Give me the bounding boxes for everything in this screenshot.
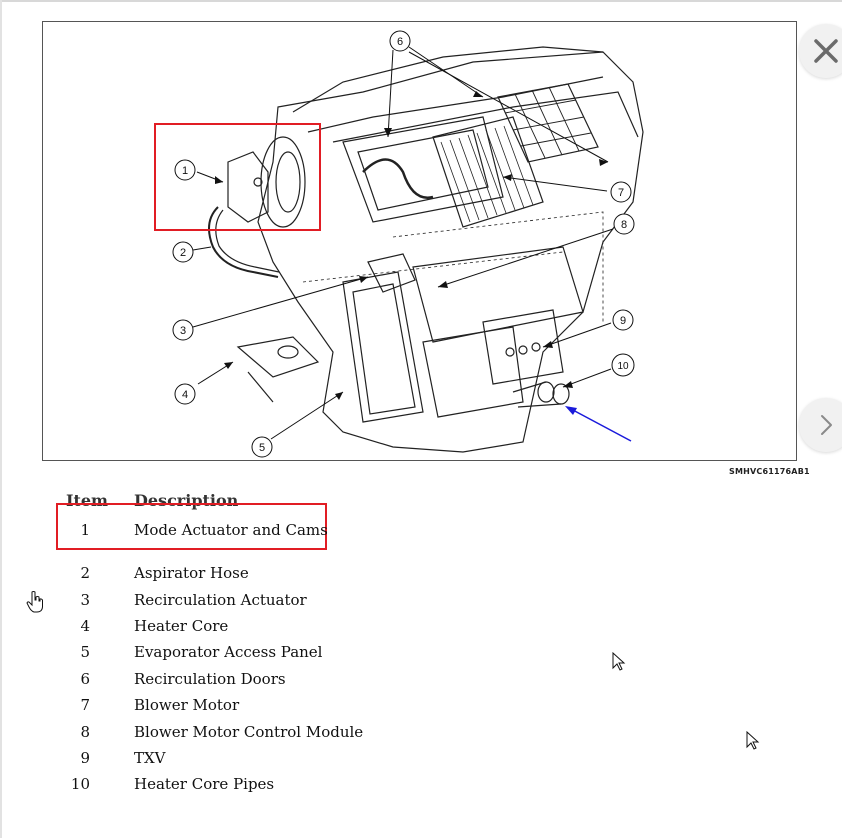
legend-item-description: Aspirator Hose bbox=[134, 564, 249, 582]
legend-item-description: Blower Motor Control Module bbox=[134, 723, 364, 741]
legend-row: 6 Recirculation Doors bbox=[0, 670, 600, 692]
legend-item-number: 4 bbox=[80, 617, 90, 635]
callout-7: 7 bbox=[610, 181, 632, 203]
legend-item-description: Evaporator Access Panel bbox=[134, 643, 323, 661]
callout-label: 1 bbox=[182, 165, 188, 177]
callout-label: 3 bbox=[180, 325, 186, 337]
legend-row: 10 Heater Core Pipes bbox=[0, 775, 600, 797]
legend-item-number: 5 bbox=[80, 643, 90, 661]
legend-item-number: 1 bbox=[80, 521, 90, 539]
close-icon bbox=[814, 39, 838, 63]
close-button[interactable] bbox=[799, 24, 842, 78]
callout-8: 8 bbox=[613, 213, 635, 235]
legend-item-number: 7 bbox=[80, 696, 90, 714]
diagram-highlight-box bbox=[154, 123, 321, 231]
legend-row: 8 Blower Motor Control Module bbox=[0, 723, 600, 745]
callout-10: 10 bbox=[611, 353, 635, 377]
legend-item-number: 8 bbox=[80, 723, 90, 741]
callout-5: 5 bbox=[251, 436, 273, 458]
legend-item-description: Recirculation Actuator bbox=[134, 591, 307, 609]
legend-row: 1 Mode Actuator and Cams bbox=[0, 521, 600, 543]
legend-row: 9 TXV bbox=[0, 749, 600, 771]
chevron-right-icon bbox=[821, 415, 832, 435]
legend-header-item: Item bbox=[66, 491, 108, 510]
legend-item-number: 9 bbox=[80, 749, 90, 767]
legend-item-description: Blower Motor bbox=[134, 696, 240, 714]
callout-2: 2 bbox=[172, 241, 194, 263]
legend-highlight-box bbox=[56, 503, 327, 550]
figure-code: SMHVC61176AB1 bbox=[729, 467, 810, 476]
legend-item-description: Heater Core bbox=[134, 617, 229, 635]
callout-3: 3 bbox=[172, 319, 194, 341]
callout-label: 2 bbox=[180, 247, 186, 259]
legend-item-number: 2 bbox=[80, 564, 90, 582]
legend-item-description: TXV bbox=[134, 749, 166, 767]
legend-header-description: Description bbox=[134, 491, 239, 510]
pointer-cursor-icon bbox=[612, 652, 626, 671]
callout-label: 6 bbox=[397, 36, 403, 48]
legend-item-number: 6 bbox=[80, 670, 90, 688]
pointer-cursor-icon bbox=[746, 731, 760, 750]
viewer-left-edge bbox=[0, 0, 2, 838]
callout-label: 9 bbox=[620, 315, 626, 327]
blue-arrow-annotation bbox=[565, 406, 632, 442]
legend-row: 5 Evaporator Access Panel bbox=[0, 643, 600, 665]
legend-row: 3 Recirculation Actuator bbox=[0, 591, 600, 613]
legend-item-number: 10 bbox=[70, 775, 90, 793]
legend-row: 7 Blower Motor bbox=[0, 696, 600, 718]
hand-cursor-icon bbox=[26, 591, 43, 613]
legend-row: 2 Aspirator Hose bbox=[0, 564, 600, 586]
callout-6: 6 bbox=[389, 30, 411, 52]
legend-item-number: 3 bbox=[80, 591, 90, 609]
hvac-diagram-figure: 1 2 3 4 5 6 7 8 9 10 bbox=[42, 21, 797, 461]
callout-label: 10 bbox=[617, 361, 629, 372]
next-image-button[interactable] bbox=[799, 398, 842, 452]
callout-label: 8 bbox=[621, 219, 627, 231]
callout-1: 1 bbox=[174, 159, 196, 181]
legend-item-description: Heater Core Pipes bbox=[134, 775, 275, 793]
callout-label: 5 bbox=[259, 442, 265, 454]
callout-9: 9 bbox=[612, 309, 634, 331]
legend-row: 4 Heater Core bbox=[0, 617, 600, 639]
legend-item-description: Mode Actuator and Cams bbox=[134, 521, 328, 539]
callout-label: 4 bbox=[182, 389, 188, 401]
legend-item-description: Recirculation Doors bbox=[134, 670, 286, 688]
viewer-top-edge bbox=[0, 0, 842, 2]
hvac-module-illustration: 1 2 3 4 5 6 7 8 9 10 bbox=[154, 30, 644, 458]
callout-label: 7 bbox=[618, 187, 624, 199]
callout-4: 4 bbox=[174, 383, 196, 405]
